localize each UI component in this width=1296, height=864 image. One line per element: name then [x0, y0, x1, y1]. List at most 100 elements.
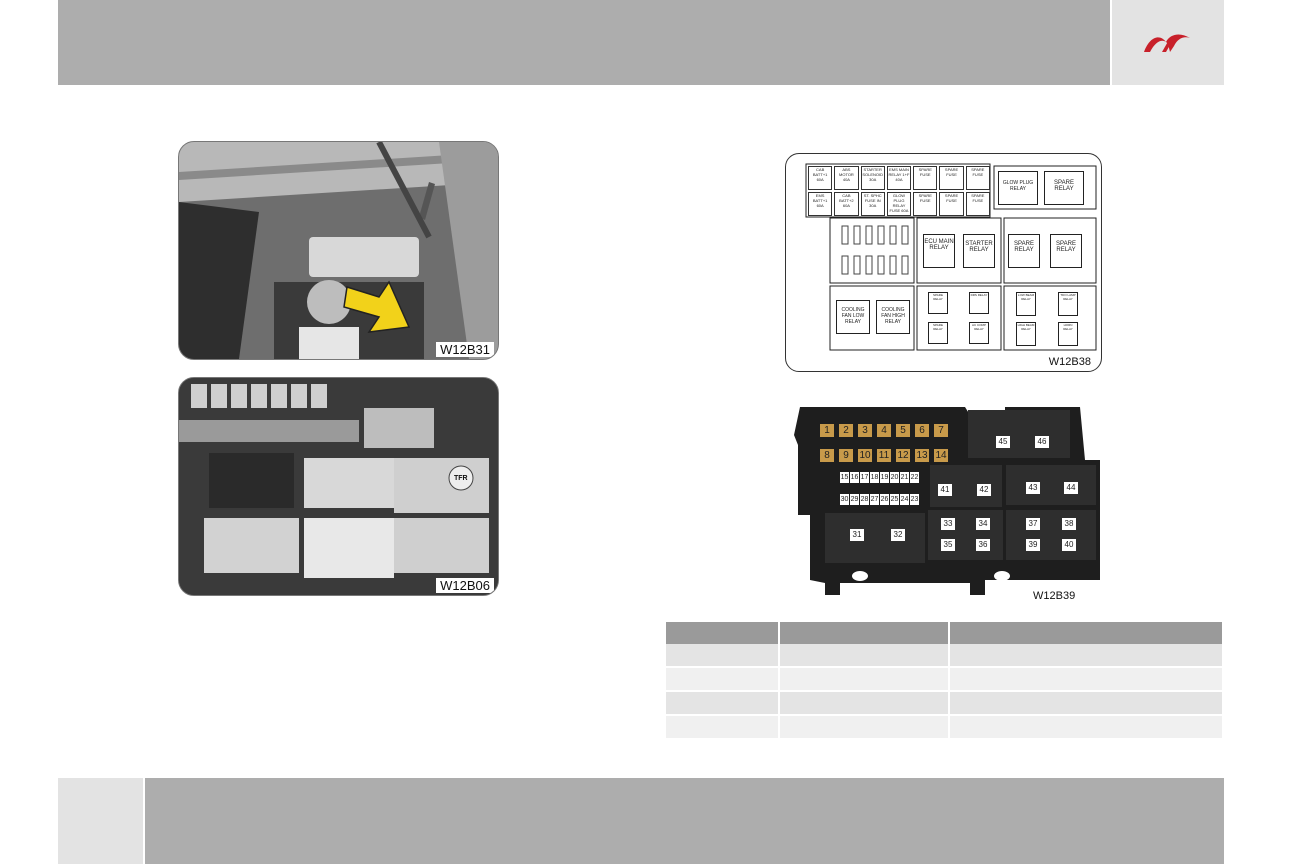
fuse-box-outline: [794, 407, 1100, 595]
relay-number: 37: [1026, 518, 1040, 530]
relay-number: 45: [996, 436, 1010, 448]
table-cell: [949, 667, 1224, 692]
relay-number: 38: [1062, 518, 1076, 530]
table-cell: [779, 715, 950, 740]
fuse-cell: ABS MOTOR 40A: [834, 166, 859, 190]
fuse-relay-layout-diagram: CAB BATT+1 60A ABS MOTOR 40A STARTER SOL…: [785, 153, 1102, 372]
mini-fuse: 19: [880, 472, 889, 483]
small-relay: LOW BEAM RELAY: [1016, 292, 1036, 316]
relay-number: 34: [976, 518, 990, 530]
fuse-cell: SPARE FUSE: [939, 192, 964, 216]
fuse-number: 13: [915, 449, 929, 462]
fuse-cell: STARTER SOLENOID 30A: [860, 166, 885, 190]
mini-fuse: 22: [910, 472, 919, 483]
mini-fuse: 23: [910, 494, 919, 505]
footer-bar: [145, 778, 1224, 864]
mini-fuse: 28: [860, 494, 869, 505]
fuse-cell: EMS MAIN RELAY 1+F 40A: [886, 166, 912, 190]
small-relay: HORN RELAY: [1058, 322, 1078, 346]
logo-box: [1112, 0, 1224, 85]
table-cell: [949, 691, 1224, 716]
relay-number: 32: [891, 529, 905, 541]
fuse-number: 2: [839, 424, 853, 437]
cooling-fan-low-relay: COOLING FAN LOW RELAY: [836, 300, 870, 334]
spare-relay-mid-1: SPARE RELAY: [1008, 234, 1040, 268]
fuse-cell: SPARE FUSE: [913, 166, 938, 190]
fuse-cell: GLOW PLUG RELAY FUSE 60A: [886, 192, 912, 216]
table-cell: [666, 715, 780, 740]
fuse-number: 11: [877, 449, 891, 462]
table-row: [666, 691, 1224, 716]
ecu-main-relay: ECU MAIN RELAY: [923, 234, 955, 268]
relay-number: 33: [941, 518, 955, 530]
mini-fuse: 25: [890, 494, 899, 505]
small-relay: SPARE RELAY: [928, 322, 948, 344]
fuse-number: 5: [896, 424, 910, 437]
table-header-row: [666, 622, 1224, 644]
table-cell: [666, 667, 780, 692]
relay-number: 46: [1035, 436, 1049, 448]
fuse-number: 1: [820, 424, 834, 437]
table-cell: [779, 691, 950, 716]
fuse-number: 7: [934, 424, 948, 437]
mahindra-logo-icon: [1144, 34, 1190, 52]
diagram-label: W12B39: [1033, 590, 1076, 602]
small-relay: AC COMP RELAY: [969, 322, 989, 344]
mini-fuse: 20: [890, 472, 899, 483]
glow-plug-relay: GLOW PLUG RELAY: [998, 171, 1038, 205]
fuse-number: 9: [839, 449, 853, 462]
fuse-cell: ST. SPHC FUSE IN 30A: [860, 192, 885, 216]
fuse-box-photo: TFR W12B06: [178, 377, 499, 596]
fuse-cell: SPARE FUSE: [965, 166, 990, 190]
mini-fuse: 24: [900, 494, 909, 505]
mini-fuse: 17: [860, 472, 869, 483]
relay-number: 35: [941, 539, 955, 551]
table-cell: [779, 667, 950, 692]
fuse-box-numbered-diagram: 1 2 3 4 5 6 7 8 9 10 11 12 13 14 15 16 1…: [790, 405, 1102, 600]
fuse-layout-outline: [805, 163, 1097, 351]
engine-bay-illustration: [179, 142, 498, 359]
relay-number: 44: [1064, 482, 1078, 494]
fuse-row-1: CAB BATT+1 60A ABS MOTOR 40A STARTER SOL…: [808, 166, 990, 190]
fuse-row-2: EMS BATT+1 60A CAB BATT+2 60A ST. SPHC F…: [808, 192, 990, 216]
table-row: [666, 667, 1224, 692]
mini-fuse-row-2: 30 29 28 27 26 25 24 23: [840, 494, 919, 505]
engine-bay-photo: W12B31: [178, 141, 499, 360]
fuse-cell: EMS BATT+1 60A: [808, 192, 833, 216]
mini-fuse: 29: [850, 494, 859, 505]
table-header-cell: [949, 622, 1224, 644]
relay-number: 43: [1026, 482, 1040, 494]
relay-number: 36: [976, 539, 990, 551]
fuse-number: 14: [934, 449, 948, 462]
fuse-row-second: 8 9 10 11 12 13 14: [820, 449, 948, 462]
fuse-box-illustration: [179, 378, 498, 595]
fuse-cell: SPARE FUSE: [965, 192, 990, 216]
small-relay: TDO LAMP RELAY: [1058, 292, 1078, 316]
photo-label: W12B06: [436, 578, 494, 593]
table-header-cell: [666, 622, 780, 644]
fuse-number: 4: [877, 424, 891, 437]
relay-number: 40: [1062, 539, 1076, 551]
fuse-table: [666, 622, 1224, 740]
mini-fuse-row-1: 15 16 17 18 19 20 21 22: [840, 472, 919, 483]
diagram-label: W12B38: [1048, 356, 1091, 368]
mini-fuse: 16: [850, 472, 859, 483]
small-relay: SPARE RELAY: [928, 292, 948, 314]
small-relay: HIGH BEAM RELAY: [1016, 322, 1036, 346]
relay-number: 41: [938, 484, 952, 496]
footer-page-box: [58, 778, 143, 864]
fuse-cell: CAB BATT+2 60A: [834, 192, 859, 216]
fuse-row-top: 1 2 3 4 5 6 7: [820, 424, 948, 437]
mini-fuse: 15: [840, 472, 849, 483]
mini-fuse: 21: [900, 472, 909, 483]
table-cell: [666, 691, 780, 716]
spare-relay-top: SPARE RELAY: [1044, 171, 1084, 205]
table-cell: [666, 644, 780, 668]
fuse-cell: SPARE FUSE: [913, 192, 938, 216]
mini-fuse: 27: [870, 494, 879, 505]
table-header-cell: [779, 622, 950, 644]
mini-fuse: 26: [880, 494, 889, 505]
table-row: [666, 644, 1224, 668]
fuse-number: 8: [820, 449, 834, 462]
mini-fuse: 18: [870, 472, 879, 483]
